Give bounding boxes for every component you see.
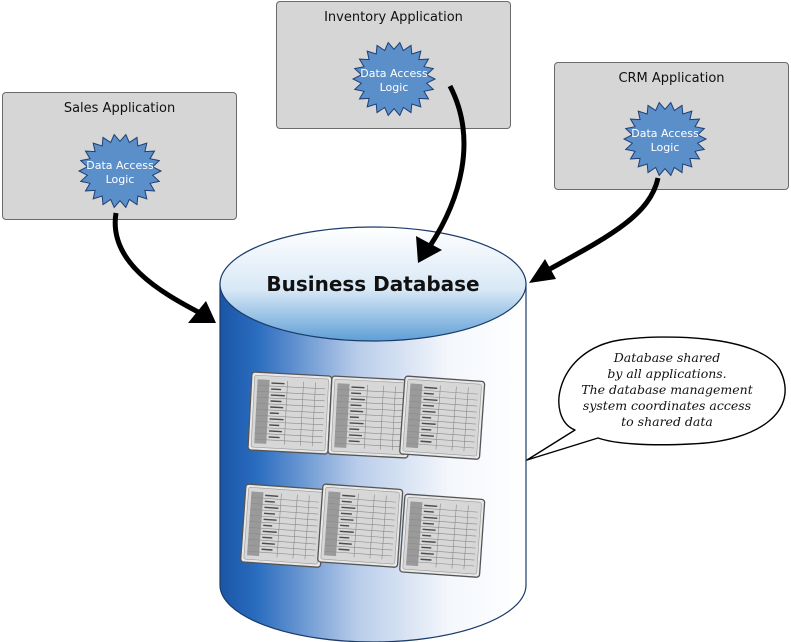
sales-logic-label-line1: Data Access (86, 159, 154, 172)
inventory-logic-label-line1: Data Access (360, 67, 428, 80)
crm-logic-label-line1: Data Access (631, 127, 699, 140)
arrow-inventory-to-database (416, 84, 467, 263)
inventory-data-access-logic: Data Access Logic (351, 41, 437, 117)
table-sheet-icon (239, 483, 327, 569)
table-sheet-icon (327, 375, 413, 459)
table-sheet-icon (247, 371, 333, 455)
callout-bubble: Database shared by all applications. The… (526, 336, 786, 461)
callout-line1: Database shared (613, 350, 720, 365)
crm-data-access-logic: Data Access Logic (622, 101, 708, 177)
callout-line5: to shared data (621, 414, 713, 429)
arrow-sales-to-database (112, 212, 216, 323)
inventory-application-title: Inventory Application (324, 10, 463, 25)
arrow-crm-to-database (529, 177, 661, 283)
table-sheet-icon (316, 483, 404, 569)
crm-logic-label-line2: Logic (651, 141, 680, 154)
table-sheet-icon (398, 493, 486, 579)
callout-line3: The database management (581, 382, 753, 397)
sales-logic-label-line2: Logic (106, 173, 135, 186)
sales-data-access-logic: Data Access Logic (77, 133, 163, 209)
table-sheet-icon (398, 375, 486, 461)
inventory-logic-label-line2: Logic (380, 81, 409, 94)
sales-application-title: Sales Application (63, 101, 176, 116)
callout-line2: by all applications. (607, 366, 726, 381)
database-title: Business Database (266, 272, 479, 296)
callout-line4: system coordinates access (583, 398, 751, 413)
crm-application-title: CRM Application (618, 71, 725, 86)
